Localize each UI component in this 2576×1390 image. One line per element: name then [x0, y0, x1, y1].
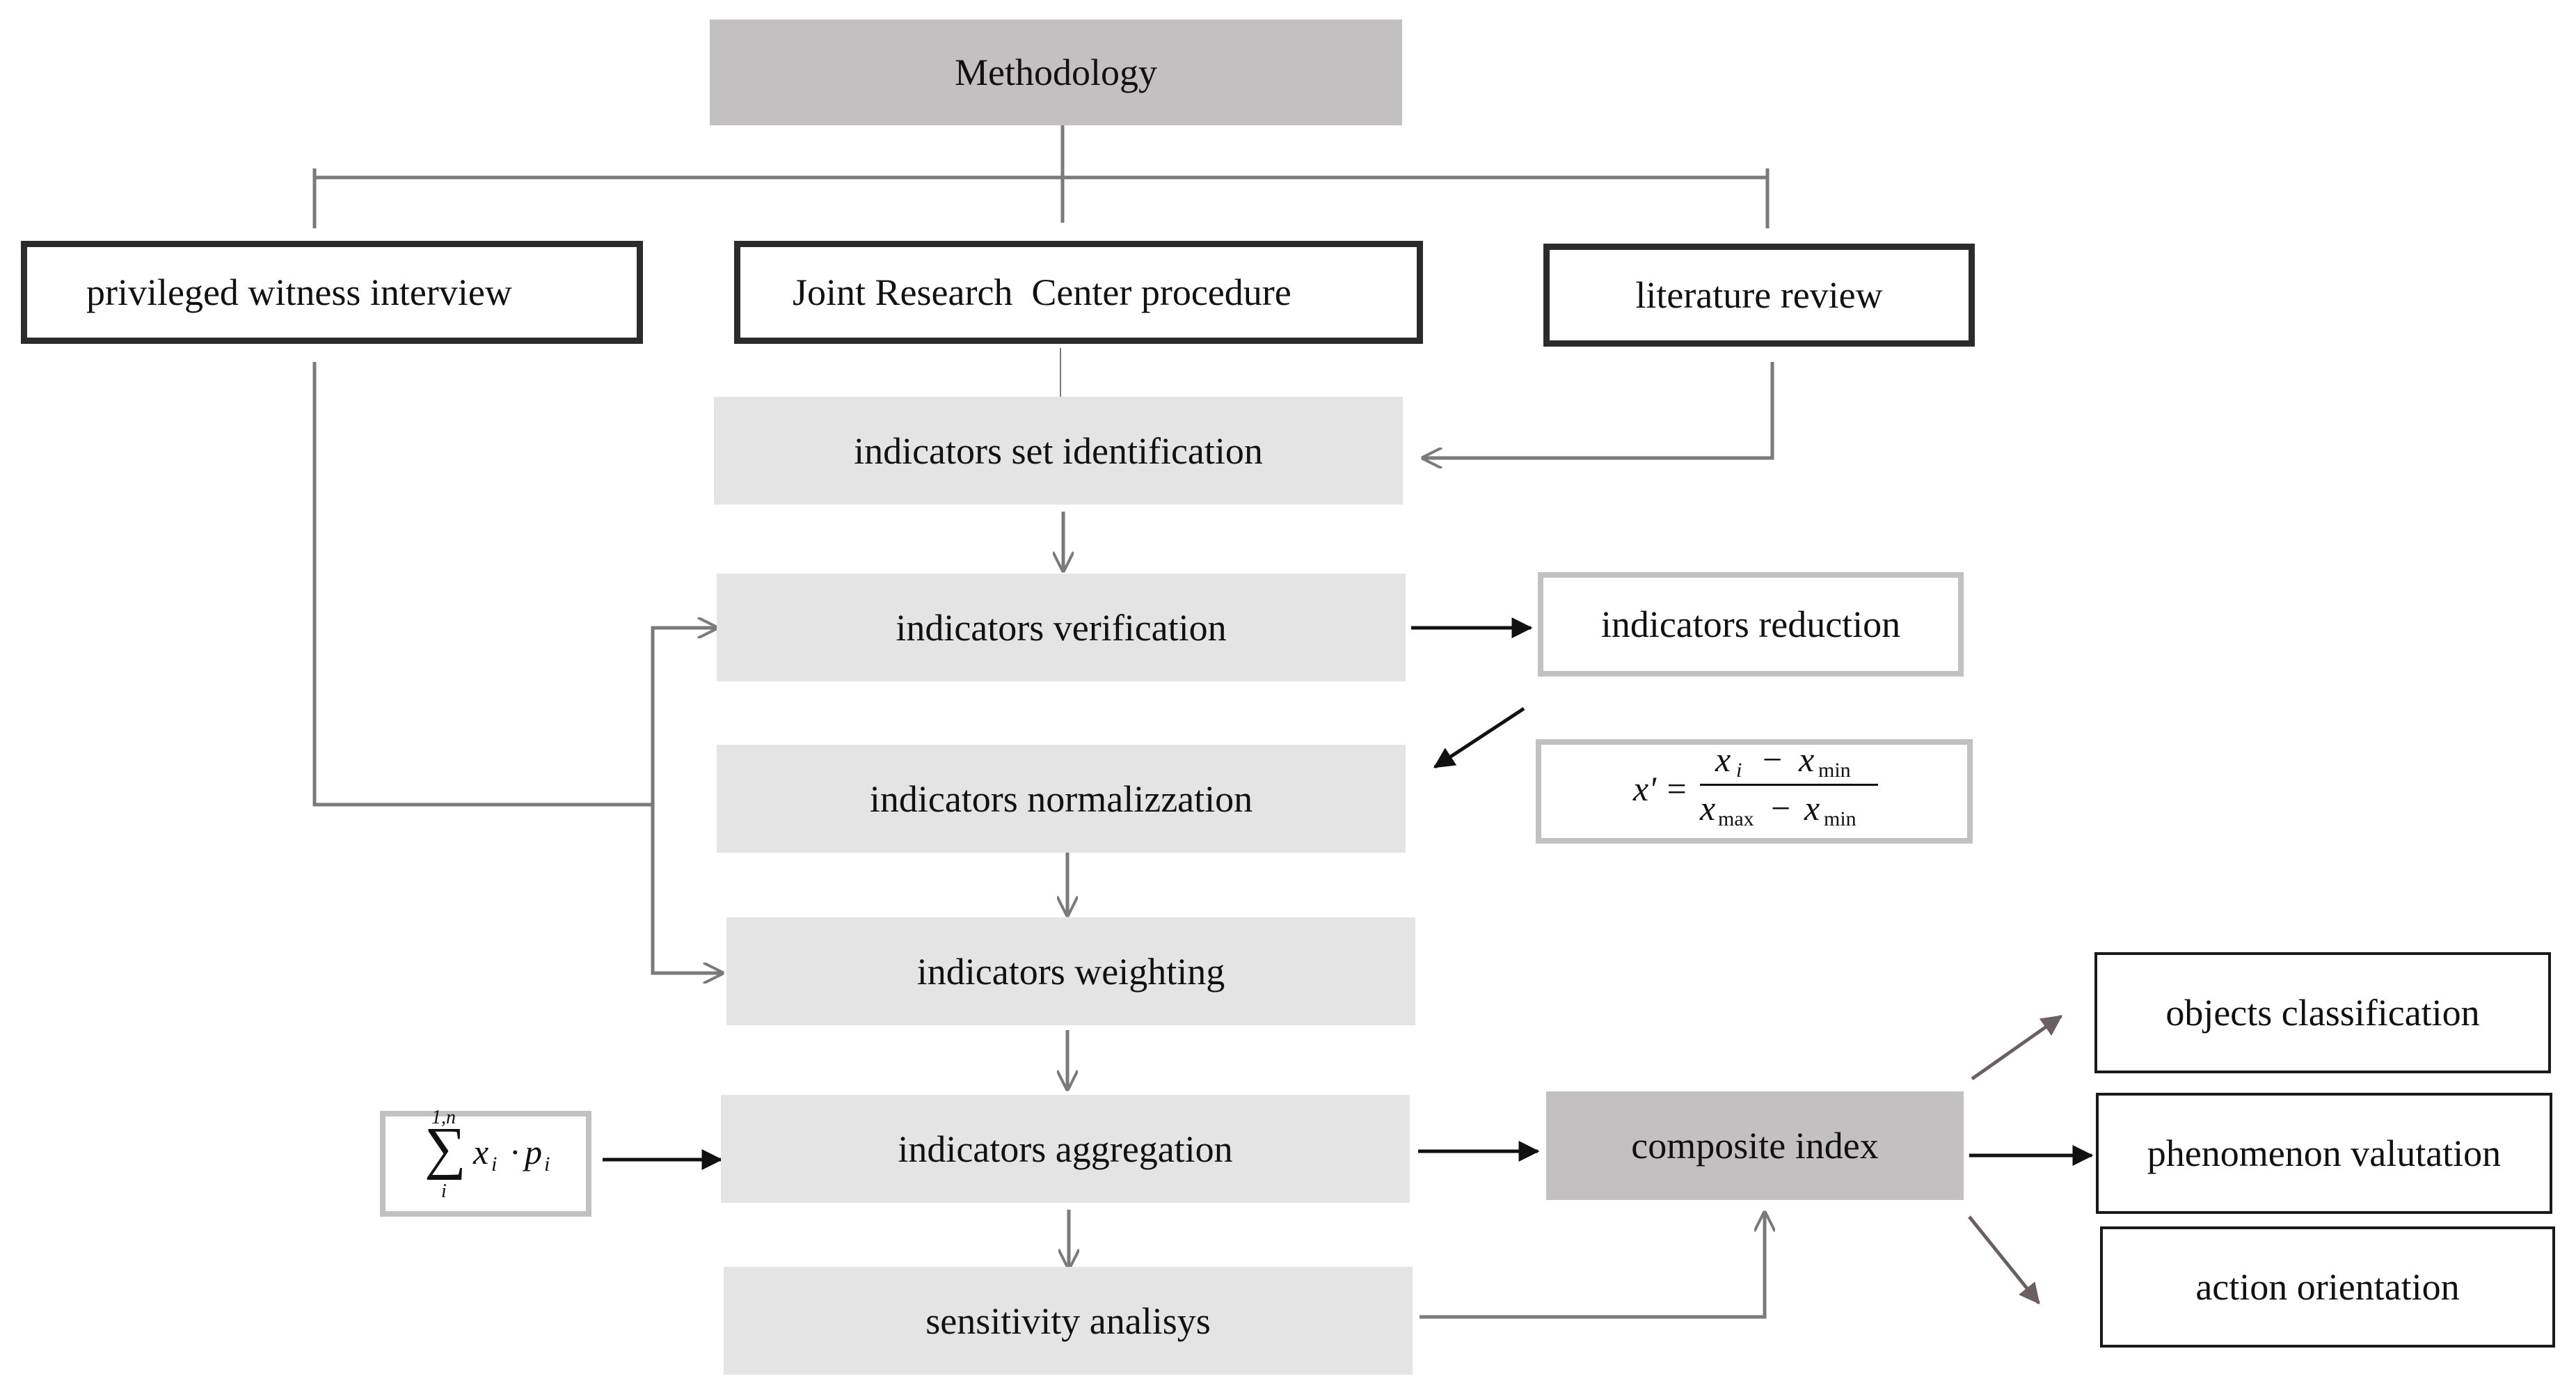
identification-label: indicators set identification [854, 429, 1263, 472]
sum-upper-limit: 1,n [431, 1107, 456, 1128]
reduction-to-normalization-arrow [1433, 706, 1525, 769]
aggregation-formula: 1,n ∑ i x i · p i [385, 1107, 586, 1217]
sensitivity-box: sensitivity analisys [724, 1267, 1413, 1375]
sensitivity-label: sensitivity analisys [925, 1300, 1211, 1342]
methodology-branch-connector [312, 125, 1770, 397]
sum-term-p-sub: i [544, 1153, 550, 1176]
formula-fraction-bar [1700, 784, 1878, 786]
normalization-label: indicators normalizzation [869, 777, 1253, 820]
sum-term-p: p [525, 1132, 542, 1171]
classification-box: objects classification [2094, 952, 2551, 1073]
weighting-box: indicators weighting [726, 917, 1415, 1025]
literature-review-label: literature review [1635, 274, 1883, 316]
formula-den-x: x [1700, 789, 1716, 828]
formula-den-minus: − [1771, 789, 1791, 828]
witness-feedback-line [312, 362, 653, 807]
formula-den-max: max [1718, 807, 1754, 830]
jrc-procedure-box: Joint Research Center procedure [734, 241, 1423, 344]
composite-index-label: composite index [1631, 1125, 1879, 1167]
formula-den-x2: x [1804, 789, 1820, 828]
methodology-title: Methodology [955, 52, 1157, 93]
sum-term-x: x [473, 1132, 489, 1171]
formula-num-i: i [1736, 759, 1742, 782]
privileged-witness-box: privileged witness interview [21, 241, 643, 344]
formula-num-minus: − [1763, 740, 1783, 779]
normalization-formula: x' = x i − x min x max − x min [1541, 739, 1967, 844]
literature-review-box: literature review [1543, 244, 1975, 347]
feedback-to-verification-arrow [651, 628, 717, 805]
methodology-title-box: Methodology [710, 19, 1402, 125]
formula-num-min: min [1818, 759, 1851, 782]
classification-label: objects classification [2165, 992, 2480, 1034]
sum-symbol: ∑ [424, 1116, 466, 1180]
sensitivity-to-composite-arrow [1420, 1213, 1765, 1319]
identification-box: indicators set identification [714, 397, 1403, 505]
composite-index-box: composite index [1546, 1091, 1964, 1200]
aggregation-box: indicators aggregation [721, 1095, 1410, 1203]
formula-num-x: x [1715, 740, 1731, 779]
sum-lower-limit: i [441, 1180, 447, 1202]
literature-to-identification-arrow [1423, 362, 1774, 458]
composite-to-orientation-arrow [1968, 1215, 2040, 1304]
reduction-label: indicators reduction [1600, 603, 1901, 645]
valutation-box: phenomenon valutation [2096, 1093, 2552, 1214]
orientation-label: action orientation [2195, 1266, 2460, 1308]
formula-lhs: x' = [1633, 769, 1689, 808]
weighting-label: indicators weighting [916, 950, 1225, 993]
verification-label: indicators verification [896, 606, 1227, 649]
jrc-procedure-label: Joint Research Center procedure [793, 271, 1291, 313]
orientation-box: action orientation [2100, 1226, 2555, 1348]
verification-box: indicators verification [717, 574, 1406, 681]
formula-den-min: min [1824, 807, 1857, 830]
valutation-label: phenomenon valutation [2147, 1132, 2502, 1174]
normalization-box: indicators normalizzation [717, 745, 1406, 853]
aggregation-label: indicators aggregation [898, 1128, 1233, 1170]
normalization-formula-box: x' = x i − x min x max − x min [1536, 739, 1973, 844]
reduction-box: indicators reduction [1538, 572, 1964, 677]
formula-num-x2: x [1799, 740, 1815, 779]
feedback-to-weighting-arrow [651, 805, 722, 973]
sum-term-dot: · [509, 1132, 521, 1171]
sum-term-x-sub: i [491, 1153, 498, 1176]
composite-to-classification-arrow [1971, 1014, 2063, 1081]
aggregation-formula-box: 1,n ∑ i x i · p i [380, 1107, 591, 1217]
privileged-witness-label: privileged witness interview [86, 271, 512, 313]
